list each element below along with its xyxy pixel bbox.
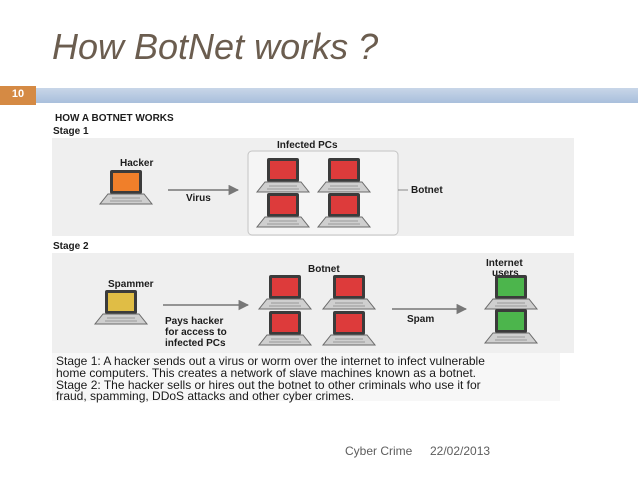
footer-label: Cyber Crime (345, 444, 413, 458)
internet-users-line-1: Internet (486, 258, 523, 269)
pays-line-2: for access to (165, 327, 227, 338)
pays-line-3: infected PCs (165, 338, 226, 349)
infected-pcs-label: Infected PCs (277, 140, 338, 151)
stage1-label: Stage 1 (53, 126, 89, 137)
pays-line-1: Pays hacker (165, 316, 223, 327)
caption-box (52, 353, 560, 401)
stage2-panel (52, 253, 574, 353)
stage2-botnet-label: Botnet (308, 264, 340, 275)
slide-number: 10 (11, 88, 25, 100)
slide-number-box (0, 86, 36, 105)
caption-line-1: Stage 1: A hacker sends out a virus or w… (56, 354, 485, 368)
spam-label: Spam (407, 314, 434, 325)
virus-label: Virus (186, 193, 211, 204)
botnet-callout-label: Botnet (411, 185, 443, 196)
diagram-heading: HOW A BOTNET WORKS (55, 113, 174, 124)
internet-users-line-2: users (492, 268, 519, 279)
caption-line-3: Stage 2: The hacker sells or hires out t… (56, 378, 481, 392)
title-divider-bar (0, 88, 638, 103)
caption-line-4: fraud, spamming, DDoS attacks and other … (56, 389, 354, 403)
spammer-label: Spammer (108, 279, 154, 290)
slide-title: How BotNet works ? (52, 26, 379, 67)
caption-line-2: home computers. This creates a network o… (56, 366, 476, 380)
footer-date: 22/02/2013 (430, 444, 491, 458)
stage2-label: Stage 2 (53, 241, 89, 252)
hacker-label: Hacker (120, 158, 153, 169)
